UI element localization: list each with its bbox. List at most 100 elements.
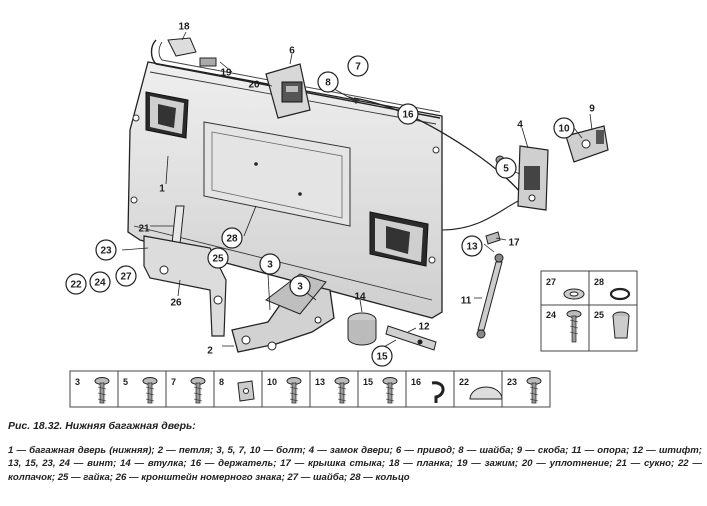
callout-24: 24 [89, 271, 111, 293]
callout-5: 5 [495, 157, 517, 179]
callout-8: 8 [317, 71, 339, 93]
callout-10: 10 [553, 117, 575, 139]
callout-18: 18 [178, 22, 190, 33]
callout-21: 21 [138, 224, 150, 235]
callout-label: 21 [138, 224, 150, 235]
callout-label: 13 [466, 242, 478, 253]
strip-cell-16: 16 [405, 371, 445, 407]
strip-cell-5: 5 [117, 371, 158, 407]
callout-label: 10 [558, 124, 570, 135]
callout-19: 19 [220, 68, 232, 79]
callout-label: 24 [94, 278, 106, 289]
callout-label: 1 [159, 184, 165, 195]
callout-label: 16 [402, 110, 414, 121]
callout-6: 6 [289, 46, 295, 57]
callout-20: 20 [248, 80, 260, 91]
caption-legend: 1 — багажная дверь (нижняя); 2 — петля; … [8, 445, 702, 483]
callout-label: 15 [376, 352, 388, 363]
actuator [265, 63, 311, 119]
callout-label: 3 [297, 282, 303, 293]
strip-cell-23: 23 [501, 371, 542, 407]
strip-cell-13: 13 [309, 371, 350, 407]
screw-icon [382, 377, 398, 404]
callout-label: 25 [212, 254, 224, 265]
callout-label: 14 [354, 292, 366, 303]
callout-label: 26 [170, 298, 182, 309]
top-seal [150, 37, 441, 119]
ring-28-icon [609, 287, 631, 301]
callout-23: 23 [95, 239, 117, 261]
callout-label: 11 [461, 296, 472, 307]
caption: Рис. 18.32. Нижняя багажная дверь: 1 — б… [6, 412, 706, 504]
callout-label: 23 [100, 246, 112, 257]
callout-2: 2 [207, 346, 213, 357]
callout-label: 5 [503, 164, 509, 175]
strip-cell-3: 3 [75, 377, 110, 404]
joint-cover [485, 231, 501, 245]
screw-24-icon [566, 310, 582, 343]
strip-label: 5 [123, 377, 128, 387]
callout-27: 27 [115, 265, 137, 287]
callout-25: 25 [207, 247, 229, 269]
callout-14: 14 [354, 292, 366, 303]
holder-icon [431, 381, 445, 403]
callout-label: 22 [70, 280, 82, 291]
strip-label: 16 [411, 377, 421, 387]
callout-label: 2 [207, 346, 213, 357]
callout-label: 18 [178, 22, 190, 33]
strip-label: 3 [75, 377, 80, 387]
callout-7: 7 [347, 55, 369, 77]
strip-label: 7 [171, 377, 176, 387]
callout-22: 22 [65, 273, 87, 295]
callout-label: 27 [120, 272, 132, 283]
grid-label-24: 24 [546, 310, 556, 320]
callout-9: 9 [589, 104, 595, 115]
caption-title: Рис. 18.32. Нижняя багажная дверь: [8, 420, 196, 432]
grid-label-28: 28 [594, 277, 604, 287]
callout-label: 4 [517, 120, 523, 131]
pin [385, 325, 437, 351]
callout-1: 1 [159, 184, 165, 195]
callout-label: 20 [248, 80, 260, 91]
callout-3a: 3 [259, 253, 281, 275]
strip-label: 13 [315, 377, 325, 387]
callout-4: 4 [517, 120, 523, 131]
strip-cell-7: 7 [165, 371, 206, 407]
callout-12: 12 [418, 322, 430, 333]
callout-label: 7 [355, 62, 361, 73]
callout-label: 19 [220, 68, 232, 79]
callout-13: 13 [461, 235, 483, 257]
screw-icon [526, 377, 542, 404]
callout-17: 17 [508, 238, 520, 249]
callout-label: 9 [589, 104, 595, 115]
callout-11: 11 [461, 296, 472, 307]
hinge [231, 273, 335, 353]
callout-16: 16 [397, 103, 419, 125]
callout-label: 12 [418, 322, 430, 333]
strip-label: 15 [363, 377, 373, 387]
washer-icon [237, 380, 255, 402]
strip-label: 8 [219, 377, 224, 387]
nut-25-icon [612, 311, 630, 339]
hardware-grid: 27 28 24 25 [540, 270, 638, 352]
callout-label: 28 [226, 234, 238, 245]
callout-label: 6 [289, 46, 295, 57]
bolt-icon [142, 377, 158, 404]
strip-label: 10 [267, 377, 277, 387]
bushing [347, 312, 377, 346]
callout-28: 28 [221, 227, 243, 249]
screw-icon [334, 377, 350, 404]
callout-26: 26 [170, 298, 182, 309]
callout-label: 17 [508, 238, 520, 249]
callout-3b: 3 [289, 275, 311, 297]
strip-label: 23 [507, 377, 517, 387]
strip-cell-15: 15 [357, 371, 398, 407]
grid-label-27: 27 [546, 277, 556, 287]
callout-15: 15 [371, 345, 393, 367]
strip-cell-10: 10 [261, 371, 302, 407]
strip-cell-8: 8 [213, 371, 255, 407]
door-lock [517, 145, 549, 211]
